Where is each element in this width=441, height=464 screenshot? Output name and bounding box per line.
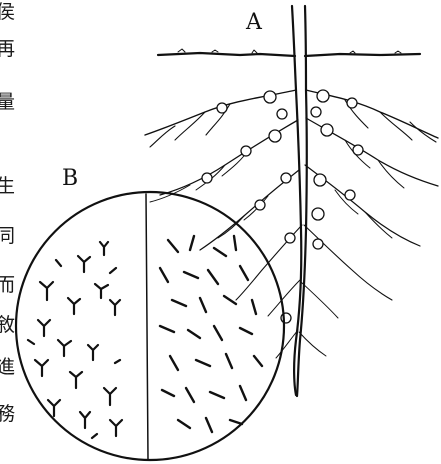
root-nodules [202, 90, 363, 323]
soil-surface [158, 49, 420, 56]
label-b: B [62, 166, 78, 191]
bacteria-rods [160, 236, 262, 432]
margin-char: 同 [0, 225, 15, 247]
label-a: A [245, 10, 263, 35]
bacteroids-branched [28, 242, 122, 438]
margin-char: 進 [0, 356, 15, 378]
margin-char: 量 [0, 91, 15, 113]
margin-char: 而 [0, 274, 15, 296]
margin-text-column: 侯 再 量 生 同 而 敘 進 務 [0, 1, 15, 425]
bacteria-magnification [16, 192, 284, 460]
margin-char: 敘 [0, 314, 15, 336]
margin-char: 生 [0, 175, 15, 197]
margin-char: 務 [0, 403, 15, 425]
margin-char: 再 [0, 38, 15, 60]
margin-char: 侯 [0, 1, 15, 23]
